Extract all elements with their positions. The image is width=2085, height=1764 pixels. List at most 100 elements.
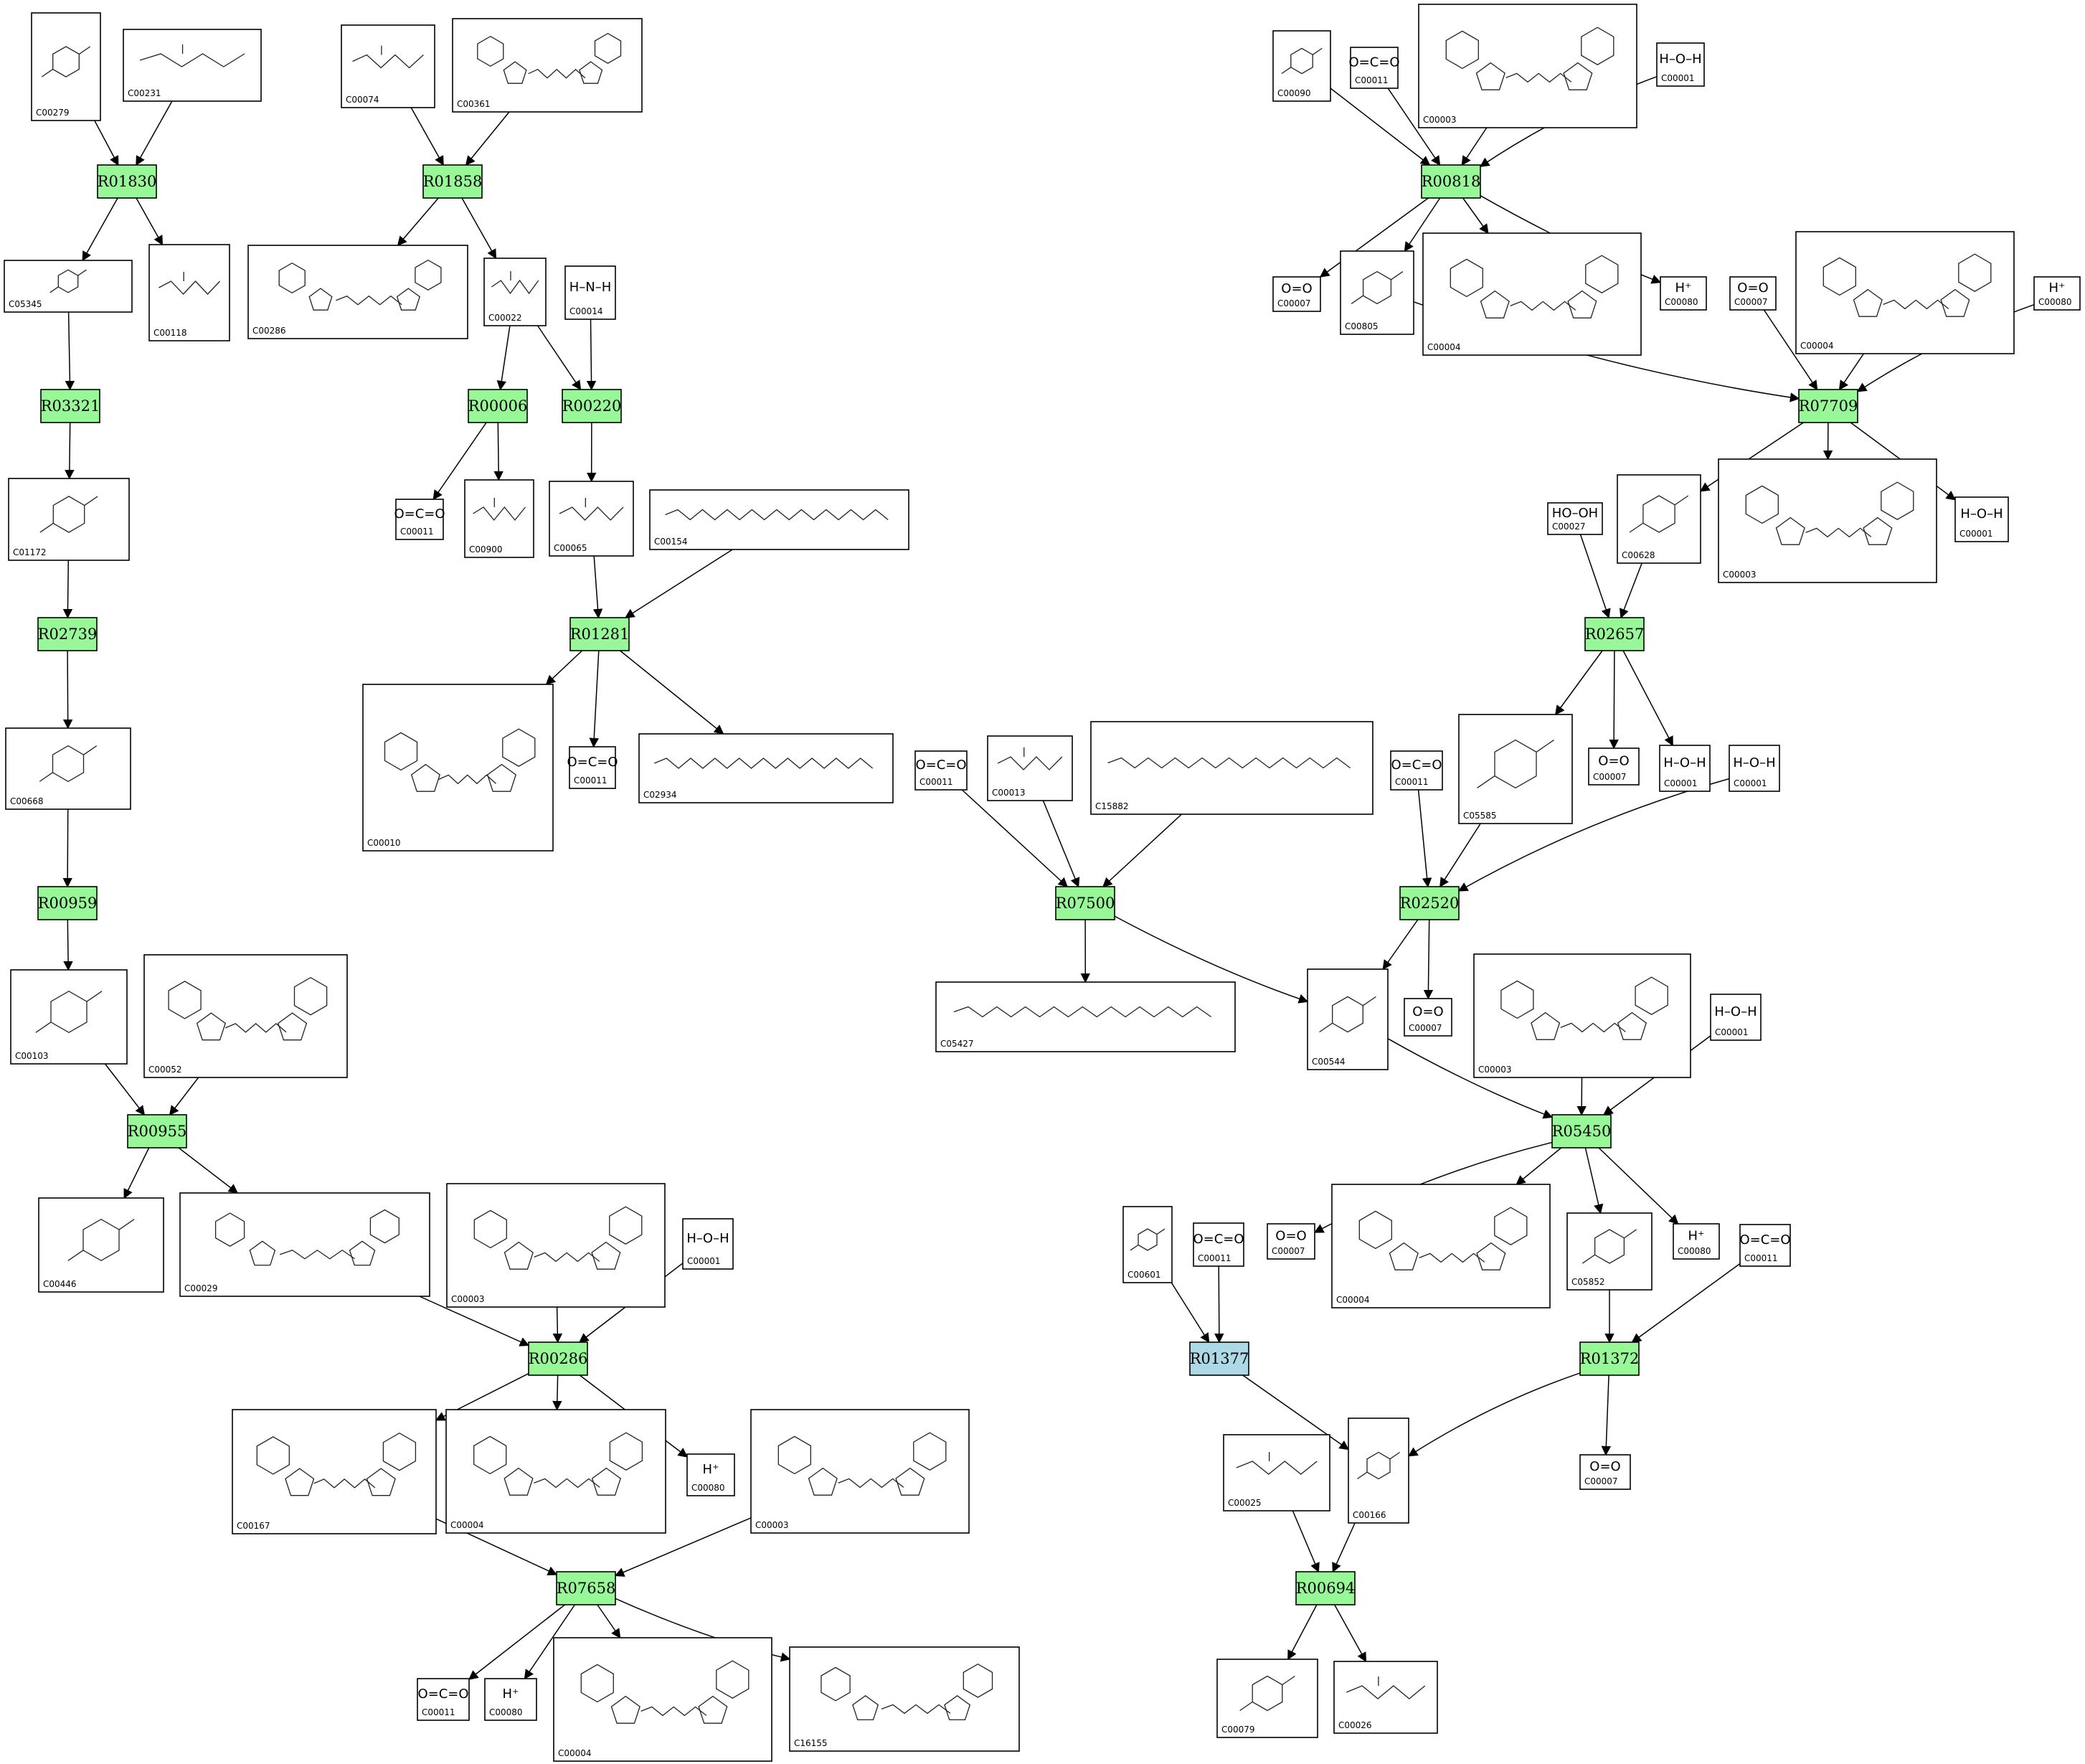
compound-c00118[interactable]: C00118	[148, 244, 230, 341]
compound-c00013[interactable]: C00013	[987, 735, 1073, 801]
compound-c00900[interactable]: C00900	[464, 479, 534, 558]
reaction-node-r01281[interactable]: R01281	[569, 617, 630, 651]
compound-c00601[interactable]: C00601	[1122, 1206, 1173, 1283]
compound-c00052[interactable]: C00052	[143, 954, 348, 1078]
compound-c00544[interactable]: C00544	[1307, 968, 1389, 1070]
reaction-node-r07709[interactable]: R07709	[1798, 389, 1858, 423]
reaction-node-r00818[interactable]: R00818	[1421, 164, 1481, 199]
compound-c00003b[interactable]: C00003	[750, 1409, 970, 1534]
compound-c00004a[interactable]: C00004	[445, 1409, 666, 1534]
compound-c00074[interactable]: C00074	[341, 24, 435, 108]
reaction-node-r00694[interactable]: R00694	[1295, 1571, 1356, 1605]
compound-c00080c[interactable]: H⁺C00080	[1660, 276, 1707, 311]
reaction-node-r00006[interactable]: R00006	[468, 389, 528, 423]
reaction-node-r01377[interactable]: R01377	[1189, 1341, 1249, 1376]
compound-c00004e[interactable]: C00004	[1331, 1184, 1551, 1308]
compound-c05427[interactable]: C05427	[935, 981, 1236, 1052]
compound-c01172[interactable]: C01172	[8, 478, 130, 561]
compound-c00003d[interactable]: C00003	[1718, 458, 1937, 583]
edge-arrow	[1102, 813, 1183, 887]
compound-c00154[interactable]: C00154	[649, 489, 909, 550]
compound-c00003c[interactable]: C00003	[1418, 4, 1637, 128]
reaction-node-r02657[interactable]: R02657	[1584, 617, 1645, 651]
compound-c00025[interactable]: C00025	[1223, 1434, 1330, 1511]
reaction-node-r01858[interactable]: R01858	[422, 164, 483, 199]
reaction-node-r00959[interactable]: R00959	[37, 886, 98, 920]
reaction-node-r00220[interactable]: R00220	[562, 389, 622, 423]
compound-id-label: C00004	[450, 1520, 484, 1530]
compound-c05585[interactable]: C05585	[1458, 714, 1573, 824]
compound-id-label: C05427	[940, 1039, 974, 1049]
reaction-node-r02739[interactable]: R02739	[37, 617, 98, 651]
compound-c16155[interactable]: C16155	[789, 1646, 1020, 1752]
compound-c00361[interactable]: C00361	[452, 18, 643, 113]
reaction-node-r03321[interactable]: R03321	[40, 389, 100, 423]
reaction-node-r00286[interactable]: R00286	[528, 1341, 588, 1376]
reaction-node-r00955[interactable]: R00955	[127, 1114, 187, 1149]
reaction-node-r02520[interactable]: R02520	[1399, 886, 1460, 920]
compound-c00090[interactable]: C00090	[1272, 30, 1331, 102]
compound-c05852[interactable]: C05852	[1566, 1212, 1653, 1291]
compound-c00668[interactable]: C00668	[5, 727, 131, 810]
reaction-node-r05450[interactable]: R05450	[1551, 1114, 1612, 1149]
compound-box	[1579, 1454, 1631, 1490]
compound-c00080a[interactable]: H⁺C00080	[686, 1453, 735, 1496]
edge-arrow	[1838, 353, 1865, 391]
structure-glyph	[953, 1006, 1212, 1018]
compound-c00286[interactable]: C00286	[247, 245, 468, 339]
compound-c00167[interactable]: C00167	[232, 1409, 437, 1534]
compound-c00231[interactable]: C00231	[123, 29, 262, 102]
compound-c00080b[interactable]: H⁺C00080	[484, 1678, 537, 1721]
compound-c00079[interactable]: C00079	[1216, 1659, 1318, 1738]
compound-c00004d[interactable]: C00004	[1795, 231, 2015, 354]
compound-c00029[interactable]: C00029	[179, 1192, 430, 1297]
compound-c00003a[interactable]: C00003	[446, 1183, 666, 1308]
reaction-node-r01372[interactable]: R01372	[1579, 1341, 1640, 1376]
compound-c00279[interactable]: C00279	[31, 12, 101, 121]
compound-c00446[interactable]: C00446	[38, 1197, 164, 1293]
compound-c00065[interactable]: C00065	[549, 481, 634, 557]
compound-c00080e[interactable]: H⁺C00080	[1673, 1223, 1720, 1260]
compound-c00022[interactable]: C00022	[483, 258, 547, 326]
compound-c00004b[interactable]: C00004	[553, 1637, 772, 1762]
compound-c00166[interactable]: C00166	[1348, 1418, 1409, 1524]
compound-c00004c[interactable]: C00004	[1422, 232, 1642, 356]
compound-c05345[interactable]: C05345	[4, 260, 133, 313]
compound-c00628[interactable]: C00628	[1617, 474, 1701, 564]
reaction-node-r07500[interactable]: R07500	[1055, 886, 1115, 920]
reaction-node-r01830[interactable]: R01830	[97, 164, 157, 199]
compound-c00805[interactable]: C00805	[1340, 250, 1414, 335]
compound-c15882[interactable]: C15882	[1090, 721, 1374, 815]
compound-c00026[interactable]: C00026	[1333, 1661, 1438, 1734]
compound-box	[1547, 502, 1603, 535]
compound-c00010[interactable]: C00010	[362, 684, 554, 852]
compound-box	[935, 981, 1236, 1052]
reaction-node-r07658[interactable]: R07658	[556, 1571, 616, 1605]
compound-c00103[interactable]: C00103	[10, 969, 128, 1065]
compound-c02934[interactable]: C02934	[638, 733, 894, 803]
compound-c00080d[interactable]: H⁺C00080	[2033, 276, 2081, 311]
compound-c00003e[interactable]: C00003	[1473, 953, 1691, 1078]
